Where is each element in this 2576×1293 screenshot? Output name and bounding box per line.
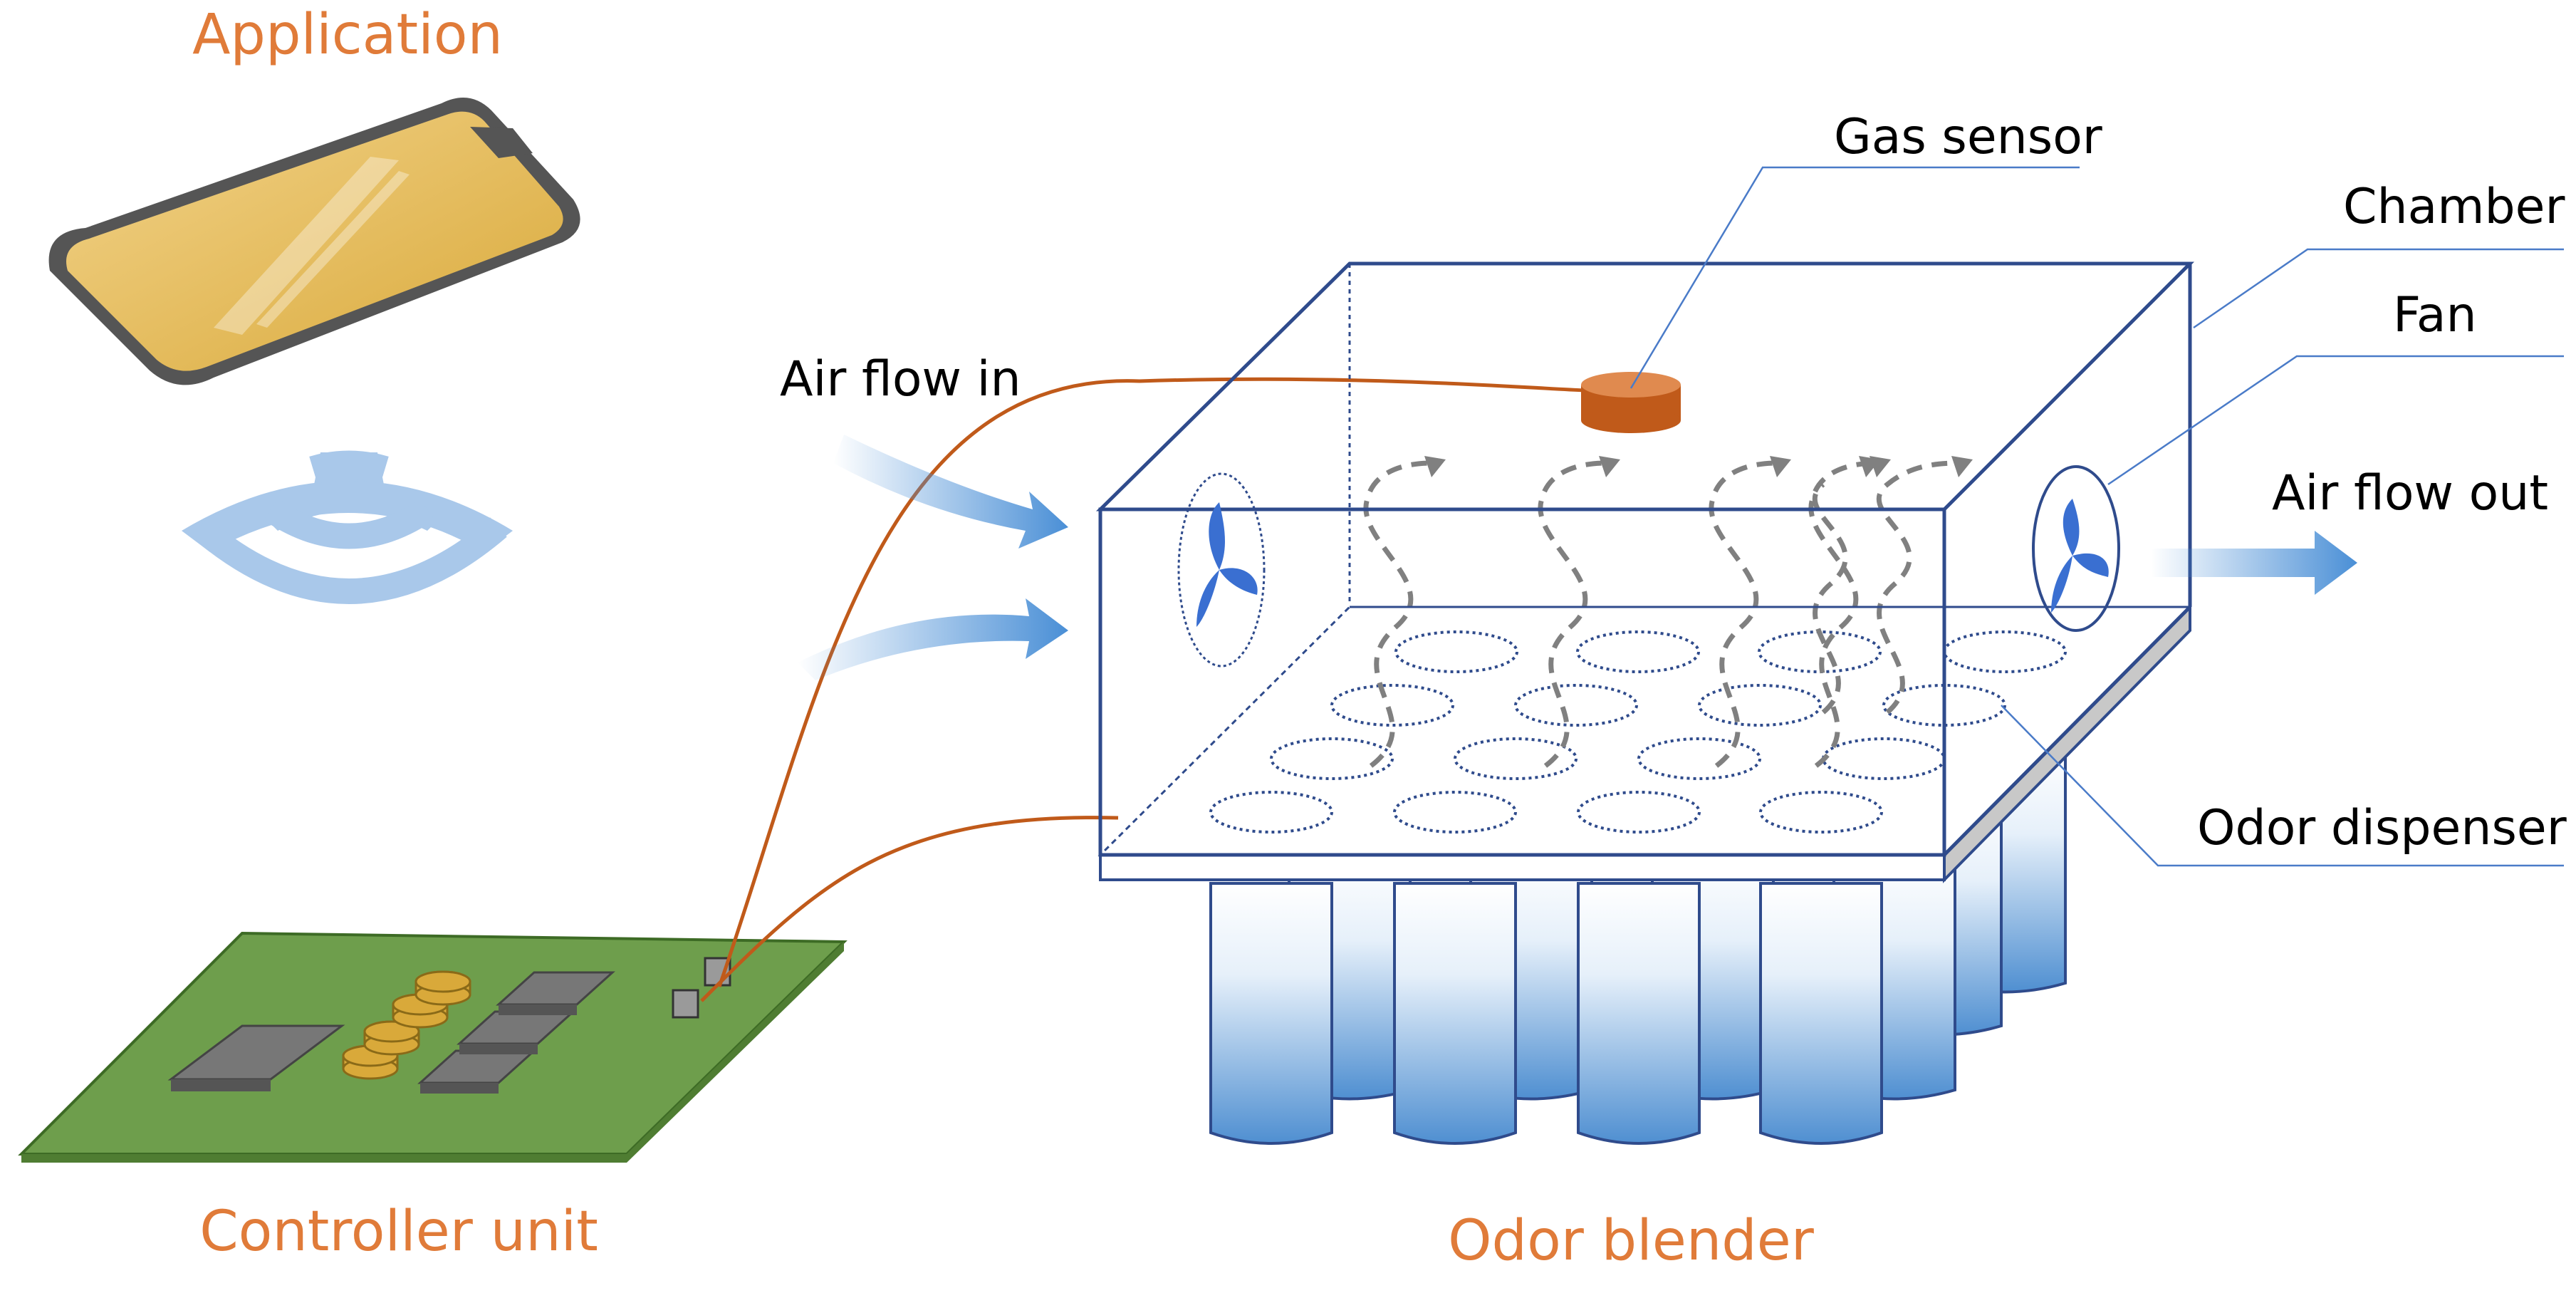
- odor-blender-title: Odor blender: [1448, 1209, 1815, 1273]
- odor-dispenser-tubes: [1209, 747, 2067, 1145]
- gas-sensor: [1581, 372, 1681, 433]
- gas-sensor-label: Gas sensor: [1834, 109, 2102, 165]
- sensor-wire: [700, 377, 1585, 1002]
- leader-lines: [1629, 166, 2564, 867]
- chip-small-2: [457, 1010, 576, 1054]
- fan-left-icon: [1177, 472, 1266, 668]
- odor-dispenser-label: Odor dispenser: [2197, 800, 2567, 856]
- capacitors: [342, 970, 471, 1080]
- phone-icon: [48, 98, 580, 385]
- air-flow-in-label: Air flow in: [780, 351, 1021, 407]
- controller-pcb: [18, 931, 848, 1163]
- fan-right-icon: [2032, 465, 2120, 632]
- fan-label: Fan: [2393, 287, 2477, 343]
- application-title: Application: [192, 3, 503, 67]
- controller-unit-title: Controller unit: [199, 1200, 598, 1264]
- odor-stream-arrowheads: [1424, 456, 1973, 477]
- chamber-label: Chamber: [2343, 179, 2565, 235]
- odor-streams: [1363, 460, 1959, 768]
- air-flow-out-arrow: [2151, 531, 2357, 595]
- chip-small-3: [496, 971, 615, 1015]
- air-flow-in-arrows: [798, 435, 1068, 680]
- wireless-signal-arcs: [191, 450, 507, 604]
- air-flow-out-label: Air flow out: [2272, 465, 2548, 521]
- chip-large: [167, 1024, 345, 1091]
